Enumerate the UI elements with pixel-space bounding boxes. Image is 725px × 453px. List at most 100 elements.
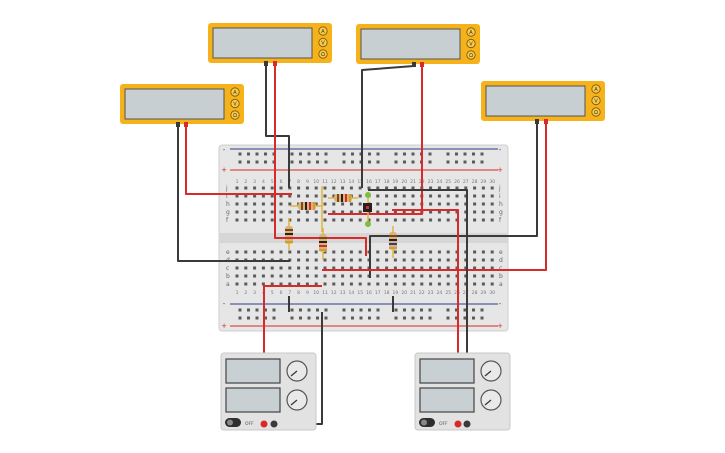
breadboard-hole[interactable] <box>429 194 433 198</box>
breadboard-hole[interactable] <box>288 218 292 222</box>
breadboard-hole[interactable] <box>270 282 274 286</box>
resistor-vertical-2[interactable] <box>319 228 327 260</box>
rail-hole[interactable] <box>463 152 467 156</box>
breadboard-hole[interactable] <box>464 210 468 214</box>
rail-hole[interactable] <box>368 160 371 164</box>
breadboard-hole[interactable] <box>358 194 362 198</box>
breadboard-hole[interactable] <box>376 274 380 278</box>
rail-hole[interactable] <box>299 160 302 164</box>
breadboard-hole[interactable] <box>314 186 318 190</box>
breadboard-hole[interactable] <box>253 210 257 214</box>
wire-meter2-negative[interactable] <box>265 64 290 188</box>
breadboard-hole[interactable] <box>323 218 327 222</box>
breadboard-hole[interactable] <box>270 274 274 278</box>
breadboard-hole[interactable] <box>341 250 345 254</box>
breadboard-hole[interactable] <box>305 194 309 198</box>
breadboard-holes[interactable] <box>235 152 494 320</box>
breadboard-hole[interactable] <box>464 202 468 206</box>
breadboard-hole[interactable] <box>481 250 485 254</box>
breadboard-hole[interactable] <box>279 202 283 206</box>
probe-negative-terminal[interactable] <box>264 61 268 66</box>
rail-hole[interactable] <box>403 160 406 164</box>
breadboard-hole[interactable] <box>261 194 265 198</box>
breadboard-hole[interactable] <box>385 282 389 286</box>
multimeter-mode-button[interactable]: A <box>466 27 476 37</box>
breadboard-hole[interactable] <box>481 202 485 206</box>
breadboard-hole[interactable] <box>279 266 283 270</box>
led-component[interactable] <box>363 192 372 227</box>
breadboard-hole[interactable] <box>464 266 468 270</box>
breadboard-hole[interactable] <box>481 218 485 222</box>
rail-hole[interactable] <box>324 308 328 312</box>
breadboard-hole[interactable] <box>244 274 248 278</box>
multimeter-3[interactable]: AVΩ <box>356 24 480 67</box>
breadboard-hole[interactable] <box>244 210 248 214</box>
rail-hole[interactable] <box>394 152 398 156</box>
supply-negative-terminal[interactable] <box>270 420 278 428</box>
breadboard-hole[interactable] <box>402 250 406 254</box>
breadboard-hole[interactable] <box>270 250 274 254</box>
breadboard-hole[interactable] <box>446 202 450 206</box>
breadboard-hole[interactable] <box>490 258 494 262</box>
power-switch-icon[interactable] <box>419 418 435 427</box>
multimeter-4[interactable]: AVΩ <box>481 81 605 124</box>
breadboard-hole[interactable] <box>349 202 353 206</box>
rail-hole[interactable] <box>403 316 406 320</box>
breadboard-hole[interactable] <box>288 266 292 270</box>
breadboard-hole[interactable] <box>297 274 301 278</box>
breadboard-hole[interactable] <box>332 194 336 198</box>
breadboard-hole[interactable] <box>270 266 274 270</box>
breadboard-hole[interactable] <box>490 250 494 254</box>
breadboard-hole[interactable] <box>376 186 380 190</box>
rail-hole[interactable] <box>480 160 484 164</box>
rail-hole[interactable] <box>428 308 432 312</box>
rail-hole[interactable] <box>394 316 398 320</box>
breadboard-hole[interactable] <box>437 250 441 254</box>
breadboard-hole[interactable] <box>393 210 397 214</box>
breadboard-hole[interactable] <box>393 282 397 286</box>
breadboard-hole[interactable] <box>455 202 459 206</box>
rail-hole[interactable] <box>316 152 319 156</box>
rail-hole[interactable] <box>316 316 319 320</box>
breadboard-hole[interactable] <box>473 194 477 198</box>
breadboard-hole[interactable] <box>473 274 477 278</box>
breadboard-hole[interactable] <box>253 218 257 222</box>
multimeter-2[interactable]: AVΩ <box>208 23 332 66</box>
breadboard-hole[interactable] <box>270 194 274 198</box>
rail-hole[interactable] <box>420 308 423 312</box>
breadboard-hole[interactable] <box>288 274 292 278</box>
breadboard-hole[interactable] <box>385 250 389 254</box>
breadboard-hole[interactable] <box>411 266 415 270</box>
rail-hole[interactable] <box>376 152 380 156</box>
rail-hole[interactable] <box>463 160 467 164</box>
breadboard-hole[interactable] <box>358 210 362 214</box>
rail-hole[interactable] <box>307 308 311 312</box>
breadboard-hole[interactable] <box>393 250 397 254</box>
rail-hole[interactable] <box>247 152 250 156</box>
rail-hole[interactable] <box>472 316 475 320</box>
rail-hole[interactable] <box>368 308 371 312</box>
breadboard-hole[interactable] <box>297 194 301 198</box>
breadboard-hole[interactable] <box>411 274 415 278</box>
breadboard-hole[interactable] <box>481 186 485 190</box>
breadboard-hole[interactable] <box>288 250 292 254</box>
breadboard-hole[interactable] <box>288 194 292 198</box>
rail-hole[interactable] <box>472 160 475 164</box>
breadboard-hole[interactable] <box>297 266 301 270</box>
breadboard-hole[interactable] <box>402 266 406 270</box>
probe-negative-terminal[interactable] <box>535 119 539 124</box>
breadboard-hole[interactable] <box>314 274 318 278</box>
breadboard-hole[interactable] <box>288 202 292 206</box>
breadboard-hole[interactable] <box>376 250 380 254</box>
rail-hole[interactable] <box>307 152 311 156</box>
rail-hole[interactable] <box>316 308 319 312</box>
breadboard-hole[interactable] <box>437 274 441 278</box>
breadboard-hole[interactable] <box>244 266 248 270</box>
breadboard-hole[interactable] <box>244 202 248 206</box>
breadboard-hole[interactable] <box>429 258 433 262</box>
rail-hole[interactable] <box>446 308 450 312</box>
breadboard-hole[interactable] <box>305 250 309 254</box>
rail-hole[interactable] <box>428 160 432 164</box>
breadboard-hole[interactable] <box>402 194 406 198</box>
